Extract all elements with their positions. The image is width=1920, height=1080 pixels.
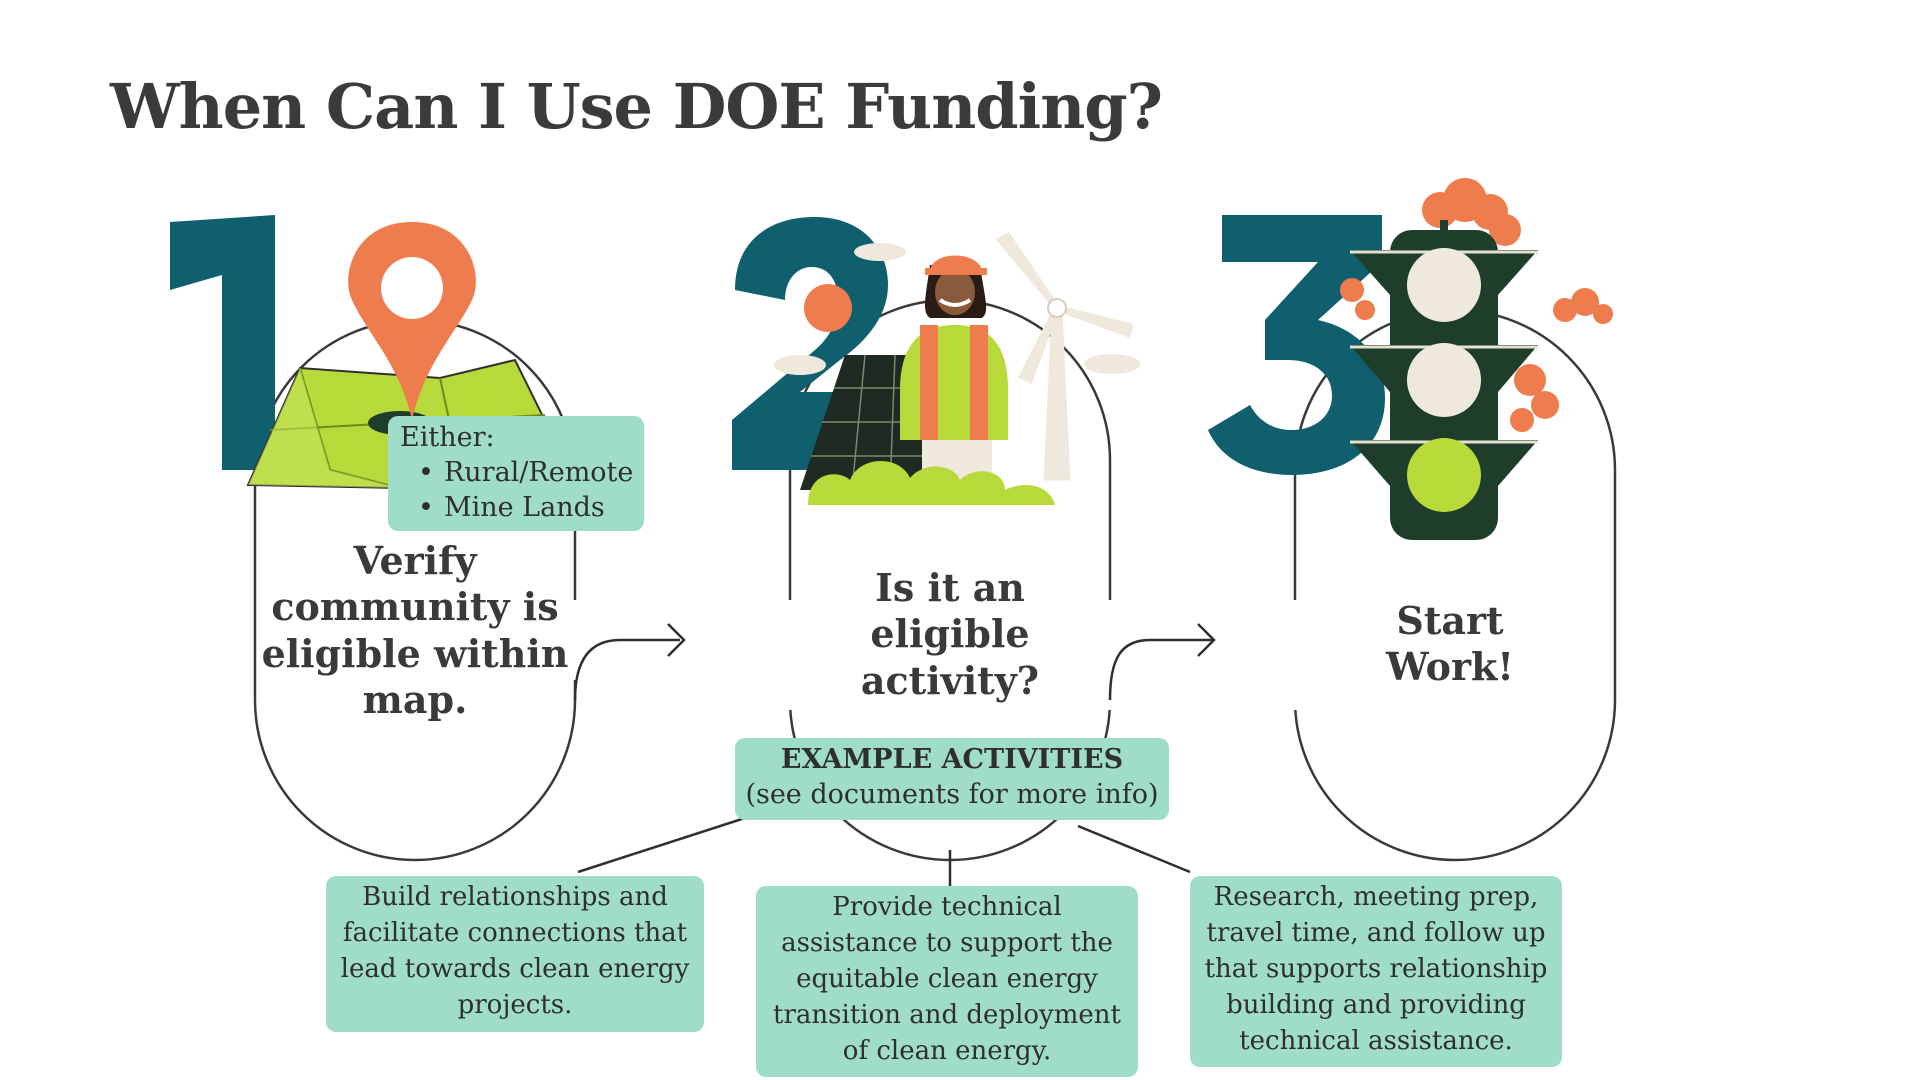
activity-box-relationships: Build relationships and facilitate conne…: [326, 876, 704, 1032]
step-number-3: [1208, 215, 1385, 475]
connector-1-2: [573, 638, 680, 701]
traffic-light-icon: [1350, 220, 1538, 540]
step-2-text: Is it an eligible activity?: [860, 565, 1040, 703]
either-list: Rural/Remote Mine Lands: [400, 455, 633, 525]
page-title: When Can I Use DOE Funding?: [110, 70, 1163, 143]
arrow-2-3: [1197, 623, 1216, 657]
connector-2-3: [1108, 638, 1212, 701]
map-pin-icon: [348, 222, 476, 420]
example-activities-header: EXAMPLE ACTIVITIES: [780, 744, 1124, 775]
either-item-mine-lands: Mine Lands: [422, 490, 632, 525]
step-number-1: [170, 215, 275, 470]
cloud-icon: [1340, 178, 1613, 432]
worker-icon: [900, 255, 1008, 490]
link-act1: [577, 816, 746, 874]
eligibility-either-box: Either: Rural/Remote Mine Lands: [388, 416, 644, 532]
activity-box-research: Research, meeting prep, travel time, and…: [1190, 876, 1562, 1068]
example-activities-subheader: (see documents for more info): [745, 779, 1159, 811]
step-3-text: Start Work!: [1386, 598, 1514, 690]
cloud-icon: [774, 243, 1140, 375]
arrow-1-2: [667, 623, 686, 657]
example-activities-box: EXAMPLE ACTIVITIES (see documents for mo…: [735, 738, 1169, 821]
either-item-rural: Rural/Remote: [422, 455, 633, 490]
bush-icon: [808, 460, 1055, 505]
activity-box-technical-assistance: Provide technical assistance to support …: [756, 886, 1138, 1078]
pill-outline-3: [1293, 308, 1617, 862]
wind-turbine-icon: [995, 232, 1134, 481]
sun-icon: [804, 284, 852, 332]
either-label: Either:: [400, 422, 495, 453]
link-act3: [1077, 824, 1191, 874]
step-1-text: Verify community is eligible within map.: [261, 538, 569, 723]
